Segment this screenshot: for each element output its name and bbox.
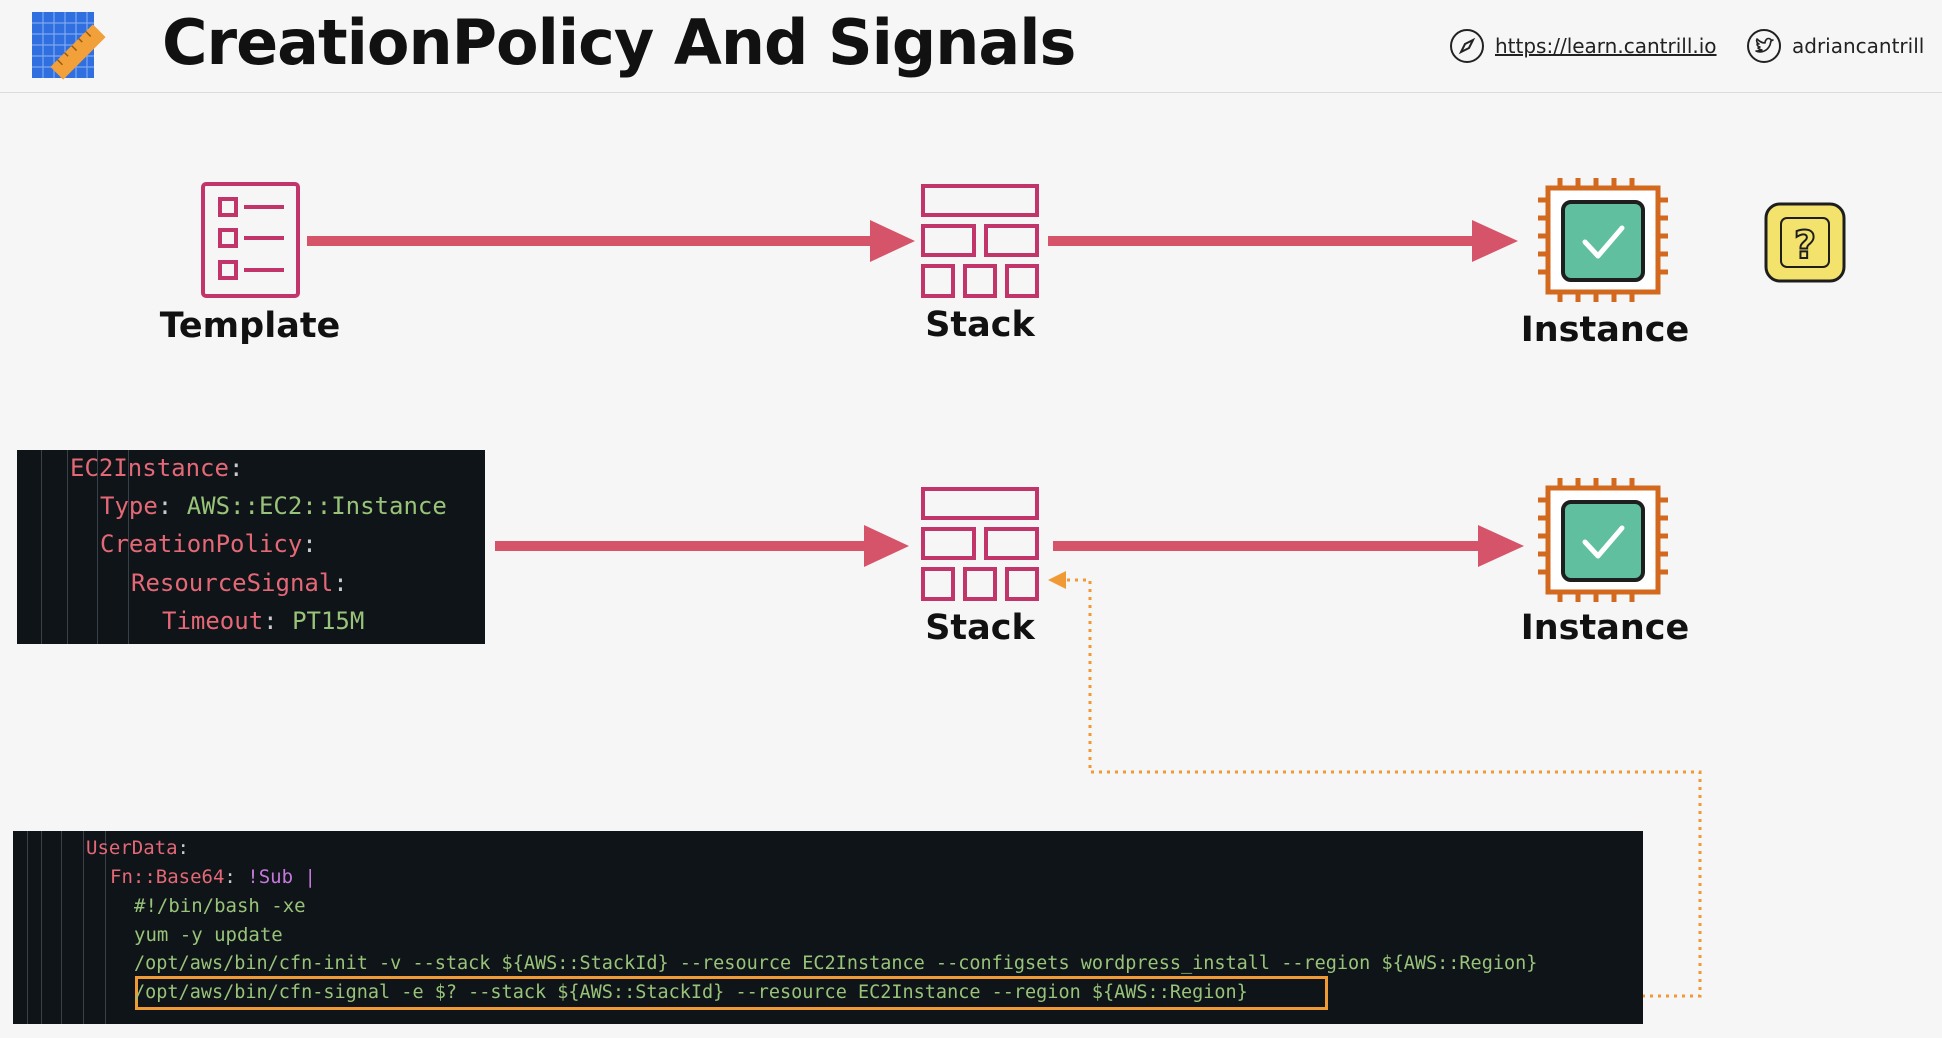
code-line: #!/bin/bash -xe	[134, 895, 306, 917]
stack-label-2: Stack	[925, 608, 1035, 648]
creation-policy-code-block: EC2Instance: Type: AWS::EC2::Instance Cr…	[17, 450, 485, 644]
template-label: Template	[159, 306, 341, 346]
signal-dotted-arrow	[1048, 571, 1702, 998]
compass-icon	[1450, 29, 1484, 63]
slide-header: CreationPolicy And Signals https://learn…	[0, 0, 1942, 93]
cantrill-logo-icon	[30, 10, 110, 85]
cfn-signal-highlight	[135, 976, 1328, 1010]
code-line: ResourceSignal:	[131, 569, 348, 597]
code-line: Type: AWS::EC2::Instance	[100, 492, 447, 520]
code-line: EC2Instance:	[70, 454, 244, 482]
arrow-template-to-stack	[307, 220, 915, 262]
instance-label-1: Instance	[1520, 310, 1690, 350]
instance-label-2: Instance	[1520, 608, 1690, 648]
stack-label-1: Stack	[925, 305, 1035, 345]
arrow-stack-to-instance-1	[1048, 220, 1518, 262]
code-line: yum -y update	[134, 924, 283, 946]
website-link[interactable]: https://learn.cantrill.io	[1449, 28, 1717, 64]
code-line: UserData:	[86, 837, 189, 859]
instance-chip-icon-1	[1538, 178, 1668, 302]
twitter-icon	[1747, 29, 1781, 63]
stack-icon-1	[921, 184, 1039, 298]
cfn-signal-code-line: /opt/aws/bin/cfn-signal -e $? --stack ${…	[134, 982, 1248, 1003]
twitter-link[interactable]: adriancantrill	[1746, 28, 1924, 64]
instance-chip-icon-2	[1538, 478, 1668, 602]
website-url[interactable]: https://learn.cantrill.io	[1495, 34, 1717, 58]
arrow-stack-to-instance-2	[1053, 525, 1524, 567]
stack-icon-2	[921, 487, 1039, 601]
twitter-handle: adriancantrill	[1792, 34, 1925, 58]
arrow-code-to-stack	[495, 525, 909, 567]
userdata-code-block: UserData: Fn::Base64: !Sub | #!/bin/bash…	[13, 831, 1643, 1024]
code-line: Fn::Base64: !Sub |	[110, 866, 316, 888]
code-line: Timeout: PT15M	[162, 607, 365, 635]
svg-text:?: ?	[1794, 223, 1816, 267]
template-icon	[201, 182, 300, 298]
question-icon: ?	[1764, 202, 1846, 283]
code-line: CreationPolicy:	[100, 530, 317, 558]
slide-title: CreationPolicy And Signals	[162, 6, 1076, 79]
code-line: /opt/aws/bin/cfn-init -v --stack ${AWS::…	[134, 953, 1538, 974]
